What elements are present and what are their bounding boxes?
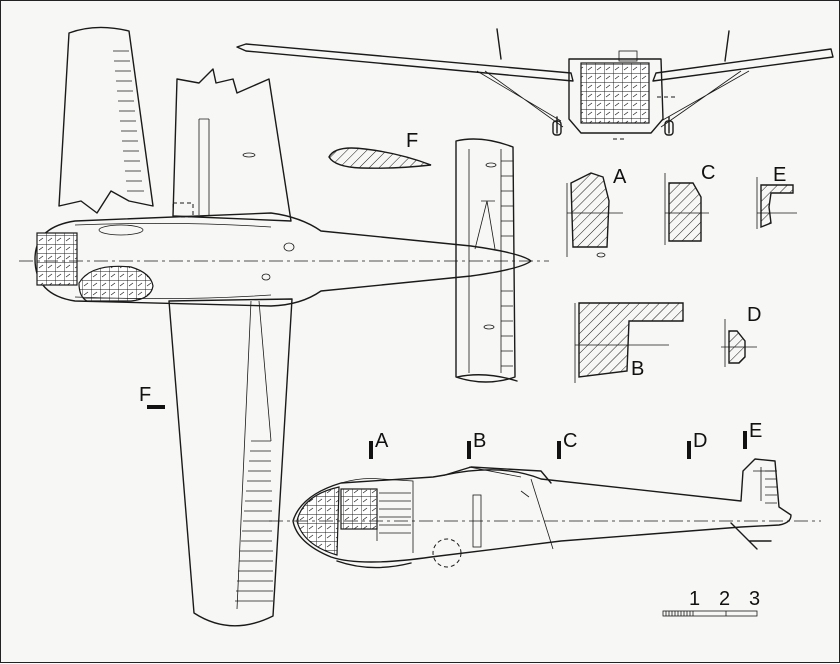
front-wheel-left bbox=[552, 120, 562, 136]
plan-cockpit-glazing bbox=[78, 265, 154, 302]
front-right-wing bbox=[652, 48, 834, 82]
scale-bar-ticks bbox=[665, 611, 727, 616]
plan-tail-fitting-bottom bbox=[483, 324, 495, 330]
front-struts bbox=[476, 70, 750, 128]
section-c-axes bbox=[664, 173, 709, 245]
section-b bbox=[578, 302, 684, 378]
section-label-c: C bbox=[701, 162, 715, 184]
side-fuselage bbox=[292, 458, 792, 563]
station-markers: A B C D E bbox=[369, 420, 762, 459]
section-e-axes bbox=[756, 177, 797, 229]
section-label-e: E bbox=[773, 164, 786, 186]
side-landing-skid bbox=[336, 560, 412, 569]
section-e bbox=[760, 184, 794, 229]
plan-view bbox=[19, 26, 549, 627]
side-tail-skid bbox=[730, 522, 772, 550]
plan-lower-wing-rib-ticks bbox=[235, 300, 273, 610]
side-wing-root bbox=[444, 466, 552, 484]
front-view bbox=[236, 28, 834, 140]
plan-tail-fitting-top bbox=[485, 162, 497, 168]
station-label-e: E bbox=[749, 420, 762, 442]
plan-nose-glazing bbox=[36, 232, 78, 286]
side-hidden-wheel bbox=[432, 538, 462, 568]
section-a bbox=[570, 172, 610, 248]
section-label-f: F bbox=[139, 384, 151, 406]
airfoil-label: F bbox=[406, 130, 418, 152]
side-rudder-rib-ticks bbox=[765, 470, 777, 504]
station-marker-d bbox=[687, 441, 691, 459]
section-b-axes bbox=[574, 303, 669, 383]
plan-fuselage-lines bbox=[74, 223, 272, 299]
side-frame-line bbox=[530, 478, 554, 550]
plan-lower-wing bbox=[168, 298, 293, 627]
section-label-b: B bbox=[631, 358, 644, 380]
front-canopy-top bbox=[618, 50, 638, 62]
scale-label-1: 1 bbox=[689, 588, 700, 610]
section-f-bar bbox=[147, 405, 165, 409]
section-d-axes bbox=[721, 319, 757, 367]
plan-hatch bbox=[98, 224, 144, 236]
plan-tailplane bbox=[455, 138, 516, 383]
section-label-d: D bbox=[747, 304, 761, 326]
airfoil-section: F bbox=[328, 130, 432, 169]
station-label-b: B bbox=[473, 430, 486, 452]
airfoil-profile bbox=[328, 147, 432, 169]
front-fuselage bbox=[568, 58, 664, 134]
cross-sections: A C E B D bbox=[566, 162, 797, 383]
front-landing-gear bbox=[556, 116, 670, 134]
station-label-d: D bbox=[693, 430, 707, 452]
side-view: A B C D E bbox=[269, 420, 821, 569]
station-marker-c bbox=[557, 441, 561, 459]
section-c bbox=[668, 182, 702, 242]
plan-tail-skid bbox=[456, 374, 518, 382]
side-canopy-frame bbox=[340, 478, 414, 553]
side-cockpit-glazing bbox=[340, 488, 378, 530]
plan-strut bbox=[198, 118, 210, 215]
station-marker-a bbox=[369, 441, 373, 459]
plan-cut-marker bbox=[172, 202, 194, 218]
scale-label-3: 3 bbox=[749, 588, 760, 610]
station-label-a: A bbox=[375, 430, 389, 452]
plan-elevator-rib-ticks bbox=[501, 160, 513, 367]
front-wingtip-fins bbox=[496, 28, 730, 62]
front-nose-glazing bbox=[580, 62, 650, 124]
side-rudder-hinge bbox=[753, 467, 775, 501]
section-a-axes bbox=[566, 183, 623, 257]
scale-label-2: 2 bbox=[719, 588, 730, 610]
plan-fin-bracing bbox=[474, 200, 496, 250]
station-label-c: C bbox=[563, 430, 577, 452]
front-wheel-right bbox=[664, 120, 674, 136]
section-a-skid bbox=[596, 252, 606, 258]
station-marker-b bbox=[467, 441, 471, 459]
plan-mast bbox=[283, 242, 295, 252]
scale-bar: 1 2 3 bbox=[662, 588, 760, 617]
plan-upper-wing-rib-ticks bbox=[113, 50, 144, 192]
scale-bar-outline bbox=[662, 610, 758, 617]
side-wing-detail bbox=[468, 466, 530, 498]
section-f-marker: F bbox=[139, 384, 165, 409]
plan-upper-wing-inner-panel bbox=[172, 68, 292, 222]
plan-mast-base bbox=[261, 273, 271, 281]
plan-upper-wing-left-panel bbox=[58, 26, 154, 214]
plan-wing-fitting bbox=[242, 152, 256, 158]
front-hidden-lines bbox=[613, 96, 677, 140]
station-marker-e bbox=[743, 431, 747, 449]
front-left-wing bbox=[236, 43, 574, 82]
section-label-a: A bbox=[613, 166, 627, 188]
